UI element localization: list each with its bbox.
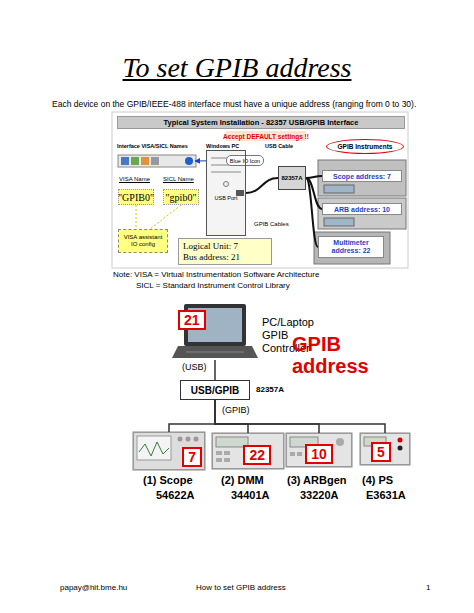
ps-symbol <box>360 433 410 465</box>
node-text: USB/GPIB <box>191 385 239 396</box>
leader-line <box>150 205 181 229</box>
bus-label: (USB) <box>182 362 207 372</box>
node-text: 21 <box>178 310 206 330</box>
interface-box: 82357A <box>278 166 306 190</box>
laptop-controller: 21 <box>176 306 254 360</box>
model-label: 82357A <box>256 385 284 394</box>
node-text: VISA assistant IO config <box>121 234 165 248</box>
page-title: To set GPIB address <box>0 52 474 84</box>
bus-label: (GPIB) <box>222 405 250 415</box>
cable-connector <box>306 176 322 178</box>
cable-connector <box>306 178 318 247</box>
node-text: Typical System Installation - 82357 USB/… <box>164 118 359 127</box>
node-text: GPIB Instruments <box>338 143 393 150</box>
column-heading: VISA Name <box>119 176 150 182</box>
heading-label: GPIB address <box>292 333 392 377</box>
instrument-label: (4) PS <box>362 474 393 486</box>
address-label: Scope address: 7 <box>322 170 402 182</box>
node-text: Blue IO Icon <box>230 158 260 164</box>
instrument-stack <box>314 160 406 264</box>
column-heading: Interface VISA/SICL Names <box>117 143 188 149</box>
bus-connector <box>215 400 319 433</box>
bus-connector <box>215 400 248 433</box>
node-text: Logical Unit: 7 <box>183 241 238 252</box>
arb-symbol <box>286 433 352 467</box>
instrument: 22 <box>212 433 284 469</box>
instrument: 10 <box>286 433 352 467</box>
node-text: Bus address: 21 <box>183 252 240 263</box>
callout-bubble: Blue IO Icon <box>226 155 264 166</box>
bus-connector <box>215 400 385 433</box>
dmm-symbol <box>212 433 284 469</box>
interface-box: USB/GPIB <box>180 380 250 400</box>
figure-frame <box>112 112 408 268</box>
node-text: "gpib0" <box>166 192 197 203</box>
laptop-symbol <box>172 304 258 358</box>
cable-connector <box>246 178 278 193</box>
node-text: Scope address: 7 <box>333 173 391 180</box>
instrument-label: (3) ARBgen <box>287 474 346 486</box>
name-box: "GPIB0" <box>118 189 154 205</box>
model-label: 33220A <box>300 489 339 501</box>
address-label: Multimeter address: 22 <box>318 236 384 258</box>
node-text: USB Port <box>215 195 238 201</box>
instrument-label: (1) Scope <box>143 474 193 486</box>
model-label: 34401A <box>231 489 270 501</box>
scope-symbol <box>133 432 205 470</box>
model-label: E3631A <box>366 489 406 501</box>
column-heading: Windows PC <box>206 143 239 149</box>
bus-connector <box>169 400 215 432</box>
node-text: Multimeter address: 22 <box>322 239 380 255</box>
node-text: 10 <box>305 444 333 464</box>
footer-text: papay@hit.bme.hu <box>60 583 127 592</box>
instrument: 5 <box>360 433 410 465</box>
node-text: Accept DEFAULT settings !! <box>223 133 309 140</box>
bus-connector <box>214 360 216 380</box>
column-heading: USB Cable <box>265 143 293 149</box>
instrument: 7 <box>133 432 205 470</box>
footer-text: How to set GPIB address <box>196 583 286 592</box>
intro-text: Each device on the GPIB/IEEE-488 interfa… <box>52 99 416 109</box>
pc-tower: USB Port <box>206 150 246 236</box>
highlight-oval: GPIB Instruments <box>326 139 404 154</box>
column-heading: SICL Name <box>163 176 194 182</box>
leader-line <box>136 205 137 229</box>
notice-banner: Accept DEFAULT settings !! <box>226 131 306 141</box>
node-text: "GPIB0" <box>118 192 154 203</box>
note-text: SICL = Standard Instrument Control Libra… <box>136 281 290 290</box>
note-text: Note: VISA = Virtual Instrumentation Sof… <box>113 270 319 279</box>
name-box: "gpib0" <box>163 189 199 205</box>
node-text: ARB address: 10 <box>334 206 390 213</box>
node-text: 82357A <box>281 175 302 181</box>
node-text: 22 <box>243 445 271 465</box>
cable-label: GPIB Cables <box>254 221 289 227</box>
node-text: 5 <box>371 442 391 462</box>
address-box: Logical Unit: 7Bus address: 21 <box>178 238 272 265</box>
icon-strip <box>118 155 196 167</box>
config-box: VISA assistant IO config <box>118 229 168 253</box>
instrument-label: (2) DMM <box>221 474 264 486</box>
address-label: ARB address: 10 <box>322 203 402 215</box>
header-band: Typical System Installation - 82357 USB/… <box>117 116 405 129</box>
node-text: 7 <box>182 447 202 467</box>
model-label: 54622A <box>156 489 195 501</box>
page-number: 1 <box>426 583 430 592</box>
